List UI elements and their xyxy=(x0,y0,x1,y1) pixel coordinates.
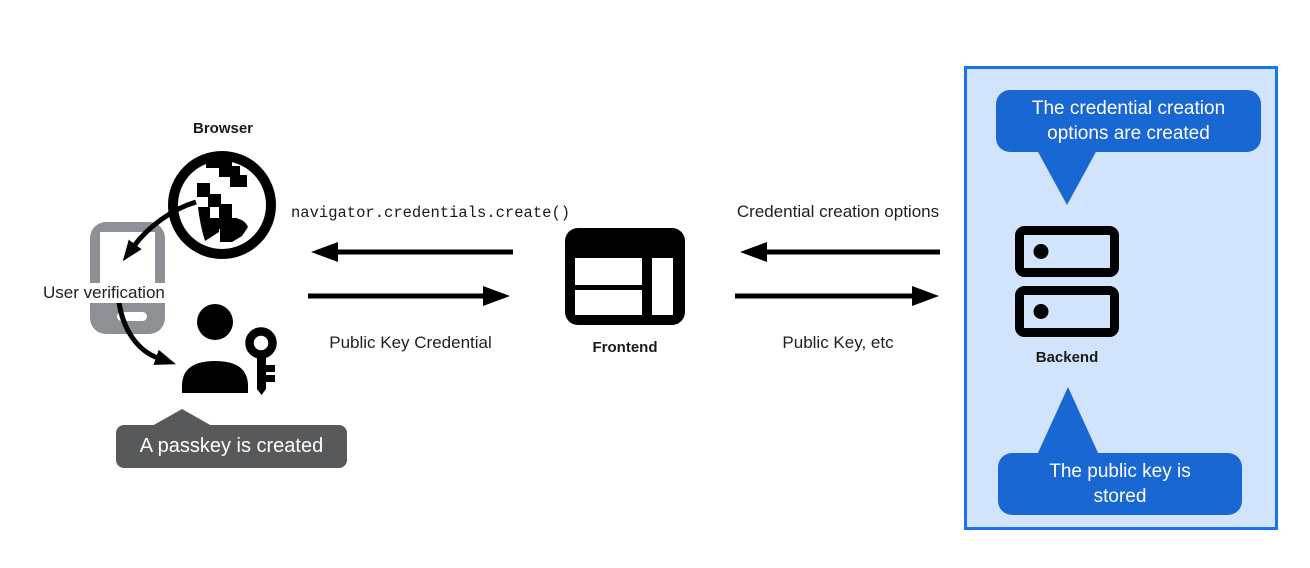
browser-window-icon xyxy=(565,228,685,325)
options-created-callout: The credential creation options are crea… xyxy=(996,90,1261,152)
passkey-created-callout: A passkey is created xyxy=(116,409,347,468)
callout-pointer-up xyxy=(152,409,212,426)
key-icon xyxy=(245,327,277,395)
public-key-credential-label: Public Key Credential xyxy=(329,333,492,352)
callout-pointer-down xyxy=(1037,150,1097,205)
create-call-label: navigator.credentials.create() xyxy=(291,204,571,222)
globe-icon xyxy=(168,151,276,259)
smartphone-icon xyxy=(90,222,165,334)
user-verification-label: User verification xyxy=(40,283,168,303)
user-key-icon xyxy=(182,304,277,395)
browser-label: Browser xyxy=(192,120,254,137)
callout-text: A passkey is created xyxy=(139,435,324,457)
callout-pointer-up-blue xyxy=(1037,387,1099,455)
server-icon xyxy=(1015,226,1119,337)
public-key-etc-label: Public Key, etc xyxy=(782,333,894,352)
frontend-label: Frontend xyxy=(592,339,658,356)
backend-label: Backend xyxy=(1035,349,1099,366)
credential-creation-options-label: Credential creation options xyxy=(736,202,940,221)
person-icon xyxy=(182,304,248,393)
public-key-stored-callout: The public key is stored xyxy=(998,453,1242,515)
